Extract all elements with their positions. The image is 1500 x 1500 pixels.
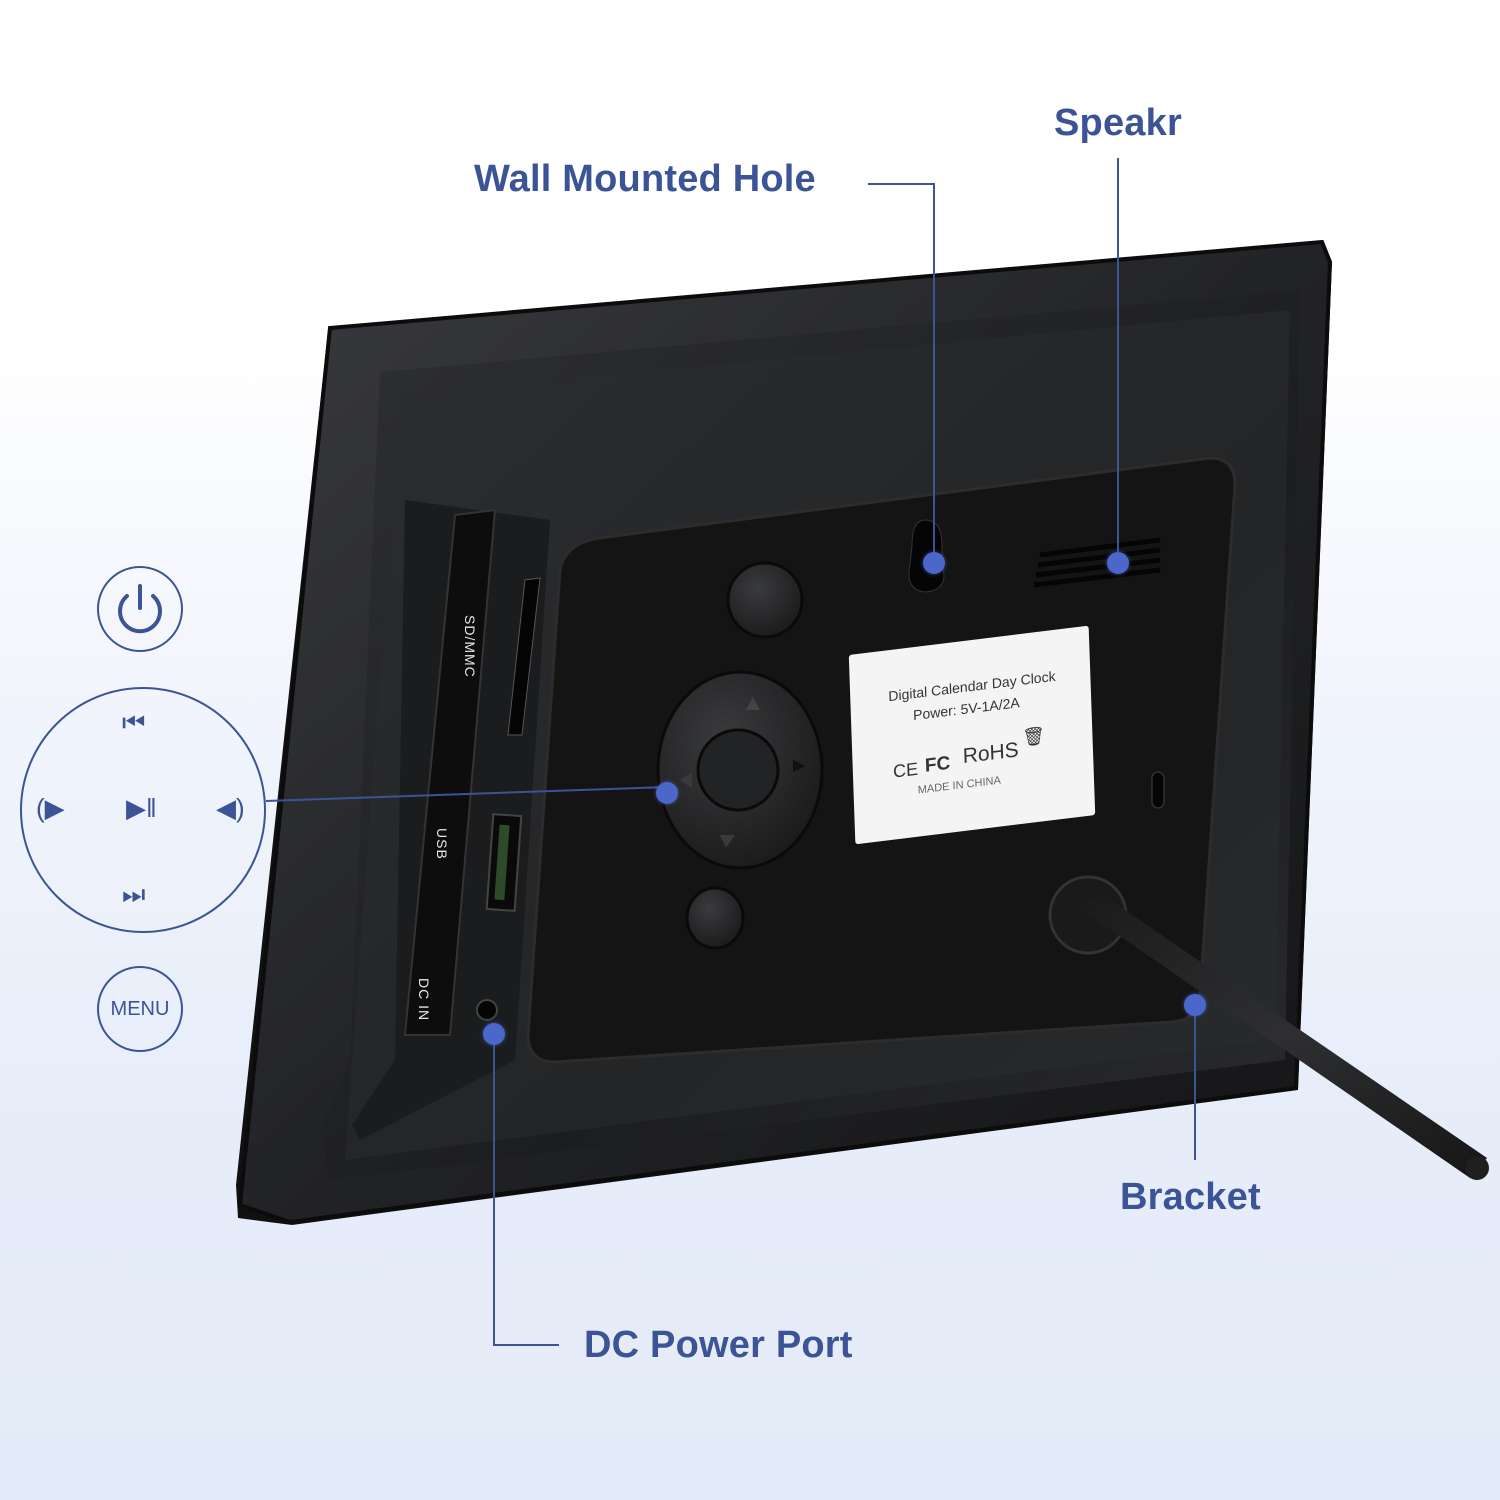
label-origin: MADE IN CHINA [917, 774, 1002, 797]
previous-track-icon: ⏮ [122, 707, 146, 737]
next-track-icon: ⏭ [122, 879, 146, 909]
menu-label: MENU [110, 997, 170, 1020]
fcc-mark: FC [924, 752, 951, 777]
sd-mmc-port-label: SD/MMC [462, 615, 478, 678]
rohs-mark: RoHS [962, 738, 1020, 769]
leader-line [1194, 1005, 1196, 1160]
play-pause-icon: ▶‖ [126, 793, 157, 823]
menu-button-legend: MENU [97, 966, 183, 1052]
callout-speaker: Speakr [1054, 102, 1182, 144]
bracket-marker [1184, 994, 1206, 1016]
callout-dc-power-port: DC Power Port [584, 1324, 853, 1366]
ce-mark: CE [892, 758, 919, 782]
leader-line [868, 183, 934, 185]
leader-line [493, 1344, 559, 1346]
leader-line [933, 183, 935, 563]
callout-wall-mounted-hole: Wall Mounted Hole [474, 158, 816, 200]
callout-bracket: Bracket [1120, 1176, 1261, 1218]
power-button-legend [97, 566, 183, 652]
dc-port-marker [483, 1023, 505, 1045]
volume-up-icon: (▶ [36, 793, 65, 823]
product-label-sticker: Digital Calendar Day Clock Power: 5V-1A/… [848, 625, 1096, 845]
dc-in-port-label: DC IN [416, 978, 432, 1022]
leader-line [1117, 158, 1119, 563]
volume-down-icon: ◀) [216, 793, 245, 823]
dpad-legend: ⏮ (▶ ▶‖ ◀) ⏭ [20, 687, 266, 933]
weee-icon: 🗑 [1021, 725, 1046, 748]
wall-hole-marker [923, 552, 945, 574]
leader-line [493, 1035, 495, 1345]
speaker-marker [1107, 552, 1129, 574]
dpad-marker [656, 782, 678, 804]
label-product-name: Digital Calendar Day Clock [888, 667, 1056, 705]
power-icon [118, 584, 162, 634]
usb-port-label: USB [434, 828, 450, 860]
